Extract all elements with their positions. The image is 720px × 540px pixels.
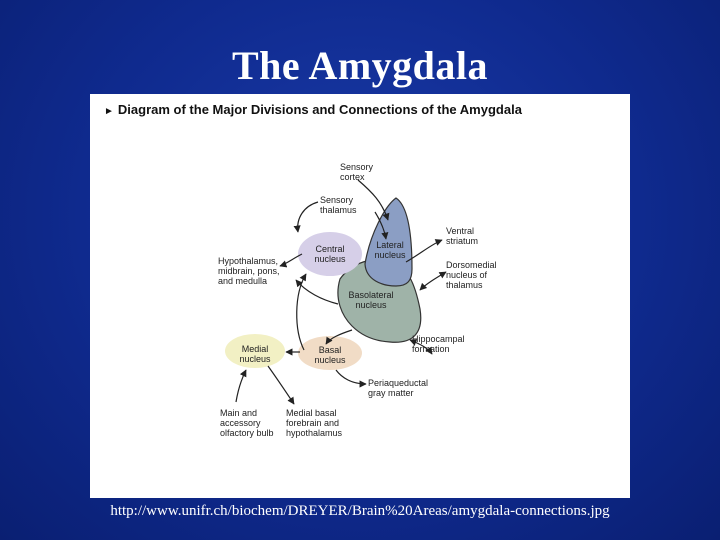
label-hippocampal-formation: Hippocampal formation [412, 334, 465, 354]
arrow-central-to-hypothalamus [280, 254, 302, 266]
label-central-nucleus: Central nucleus [306, 244, 354, 264]
label-ventral-striatum: Ventral striatum [446, 226, 478, 246]
diagram-heading: ► Diagram of the Major Divisions and Conn… [104, 102, 522, 117]
label-periaqueductal: Periaqueductal gray matter [368, 378, 428, 398]
label-dorsomedial-thalamus: Dorsomedial nucleus of thalamus [446, 260, 497, 290]
label-medial-basal-forebrain: Medial basal forebrain and hypothalamus [286, 408, 342, 438]
label-sensory-thalamus: Sensory thalamus [320, 195, 357, 215]
arrow-thalamus-to-central [298, 202, 318, 232]
label-hypothalamus: Hypothalamus, midbrain, pons, and medull… [218, 256, 280, 286]
label-basolateral-nucleus: Basolateral nucleus [342, 290, 400, 310]
arrow-medial-to-forebrain [268, 366, 294, 404]
label-medial-nucleus: Medial nucleus [230, 344, 280, 364]
arrow-dorsomedial-basolateral [420, 272, 446, 290]
source-url: http://www.unifr.ch/biochem/DREYER/Brain… [0, 503, 720, 520]
slide-title: The Amygdala [0, 42, 720, 89]
arrow-basolateral-to-central [296, 280, 338, 304]
diagram-panel: ► Diagram of the Major Divisions and Conn… [90, 94, 630, 498]
label-lateral-nucleus: Lateral nucleus [366, 240, 414, 260]
diagram-heading-text: Diagram of the Major Divisions and Conne… [118, 102, 522, 117]
label-basal-nucleus: Basal nucleus [306, 345, 354, 365]
arrow-basal-to-central [297, 274, 306, 350]
arrow-olfactory-to-medial [236, 370, 246, 402]
label-sensory-cortex: Sensory cortex [340, 162, 373, 182]
arrow-basal-to-periaqueductal [336, 370, 366, 384]
label-olfactory-bulb: Main and accessory olfactory bulb [220, 408, 274, 438]
heading-marker-icon: ► [104, 106, 114, 117]
